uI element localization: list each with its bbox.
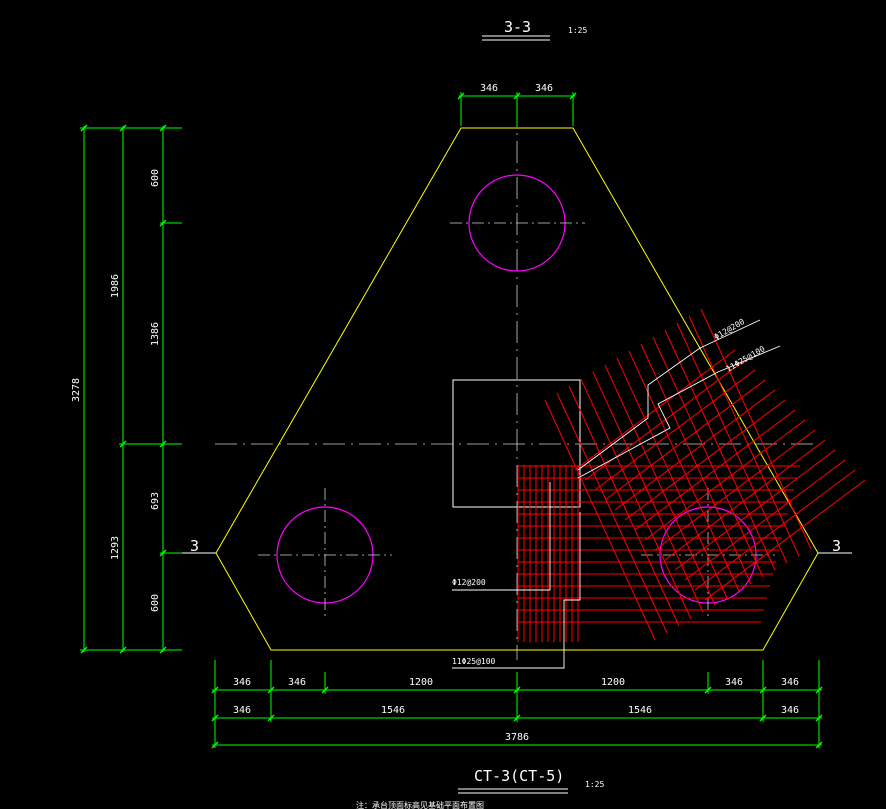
dimension-tick [815, 686, 823, 694]
rebar-bar-diagonal [652, 336, 764, 578]
dim-left-mid-2: 1293 [110, 536, 121, 560]
dimension-tick [704, 686, 712, 694]
dimension-tick [815, 714, 823, 722]
dimension-tick [513, 714, 521, 722]
rebar-bar-cross [674, 449, 836, 571]
dim-b1-3: 1200 [409, 677, 433, 688]
rebar-bar-diagonal [700, 308, 812, 550]
section-marker-left: 3 [190, 537, 199, 555]
dim-top-right: 346 [535, 83, 553, 94]
rebar-bar-diagonal [616, 357, 728, 599]
rebar-bar-diagonal [628, 350, 740, 592]
section-scale: 1:25 [568, 26, 587, 35]
dimension-tick [159, 549, 167, 557]
rebar-bar-cross [654, 429, 816, 551]
rebar-bar-diagonal [664, 329, 776, 571]
dimension-tick [815, 741, 823, 749]
dim-b1-5: 346 [725, 677, 743, 688]
dim-b1-4: 1200 [601, 677, 625, 688]
rebar-bar-cross [694, 469, 856, 591]
rebar-label-lower-1: Φ12@200 [452, 578, 486, 587]
rebar-bar-cross [684, 459, 846, 581]
rebar-bar-cross [574, 349, 736, 471]
rebar-hatching [517, 308, 866, 642]
dim-b1-1: 346 [233, 677, 251, 688]
section-title: 3-3 [504, 18, 531, 36]
dim-b2-2: 1546 [381, 705, 405, 716]
column-outline [452, 379, 581, 508]
rebar-bar-cross [604, 379, 766, 501]
dimension-tick [759, 714, 767, 722]
rebar-bar-diagonal [568, 385, 680, 627]
rebar-label-lower-2: 11Φ25@100 [452, 657, 496, 666]
dimension-tick [119, 440, 127, 448]
rebar-bar-cross [704, 479, 866, 601]
dimension-tick [80, 646, 88, 654]
dimension-tick [513, 686, 521, 694]
dimension-tick [119, 124, 127, 132]
plan-title: CT-3(CT-5) [474, 767, 564, 785]
dimension-tick [159, 219, 167, 227]
dim-b1-6: 346 [781, 677, 799, 688]
section-marker-right: 3 [832, 537, 841, 555]
centerlines [215, 105, 820, 660]
rebar-bar-cross [614, 389, 776, 511]
dimension-tick [211, 741, 219, 749]
dim-left-inner-2: 1386 [150, 322, 161, 346]
rebar-bar-diagonal [592, 371, 704, 613]
dimension-tick [267, 714, 275, 722]
dim-b2-1: 346 [233, 705, 251, 716]
dim-left-inner-4: 600 [150, 594, 161, 612]
dimension-tick [159, 440, 167, 448]
dim-b1-2: 346 [288, 677, 306, 688]
dimension-tick [457, 92, 465, 100]
dimension-tick [267, 686, 275, 694]
rebar-bar-cross [664, 439, 826, 561]
rebar-bar-diagonal [676, 322, 788, 564]
dim-left-inner-3: 693 [150, 492, 161, 510]
dimension-tick [119, 646, 127, 654]
rebar-bar-cross [594, 369, 756, 491]
rebar-label-upper-1: Φ12@200 [713, 317, 747, 342]
rebar-label-upper-2: 11Φ25@100 [725, 344, 767, 374]
dim-b2-4: 346 [781, 705, 799, 716]
dimension-tick [569, 92, 577, 100]
rebar-bar-diagonal [544, 399, 656, 641]
rebar-bar-cross [634, 409, 796, 531]
rebar-bar-diagonal [688, 315, 800, 557]
dim-left-outer: 3278 [71, 378, 82, 402]
dimension-ticks [80, 92, 823, 749]
dimension-lines [80, 92, 822, 748]
dim-left-inner-1: 600 [150, 169, 161, 187]
dim-b2-3: 1546 [628, 705, 652, 716]
rebar-leaders [452, 319, 781, 669]
dim-left-mid-1: 1986 [110, 274, 121, 298]
dimension-tick [159, 646, 167, 654]
rebar-bar-cross [624, 399, 786, 521]
dimension-tick [513, 92, 521, 100]
dimension-tick [211, 714, 219, 722]
rebar-bar-diagonal [580, 378, 692, 620]
dim-top-left: 346 [480, 83, 498, 94]
rebar-bar-diagonal [556, 392, 668, 634]
dimension-tick [321, 686, 329, 694]
rebar-bar-diagonal [604, 364, 716, 606]
dimension-tick [80, 124, 88, 132]
bottom-note: 注：承台顶面标高见基础平面布置图 [356, 800, 484, 809]
dimension-tick [159, 124, 167, 132]
dim-bottom-total: 3786 [505, 732, 529, 743]
dimension-tick [211, 686, 219, 694]
rebar-bar-cross [644, 419, 806, 541]
plan-scale: 1:25 [585, 780, 604, 789]
dimension-tick [759, 686, 767, 694]
